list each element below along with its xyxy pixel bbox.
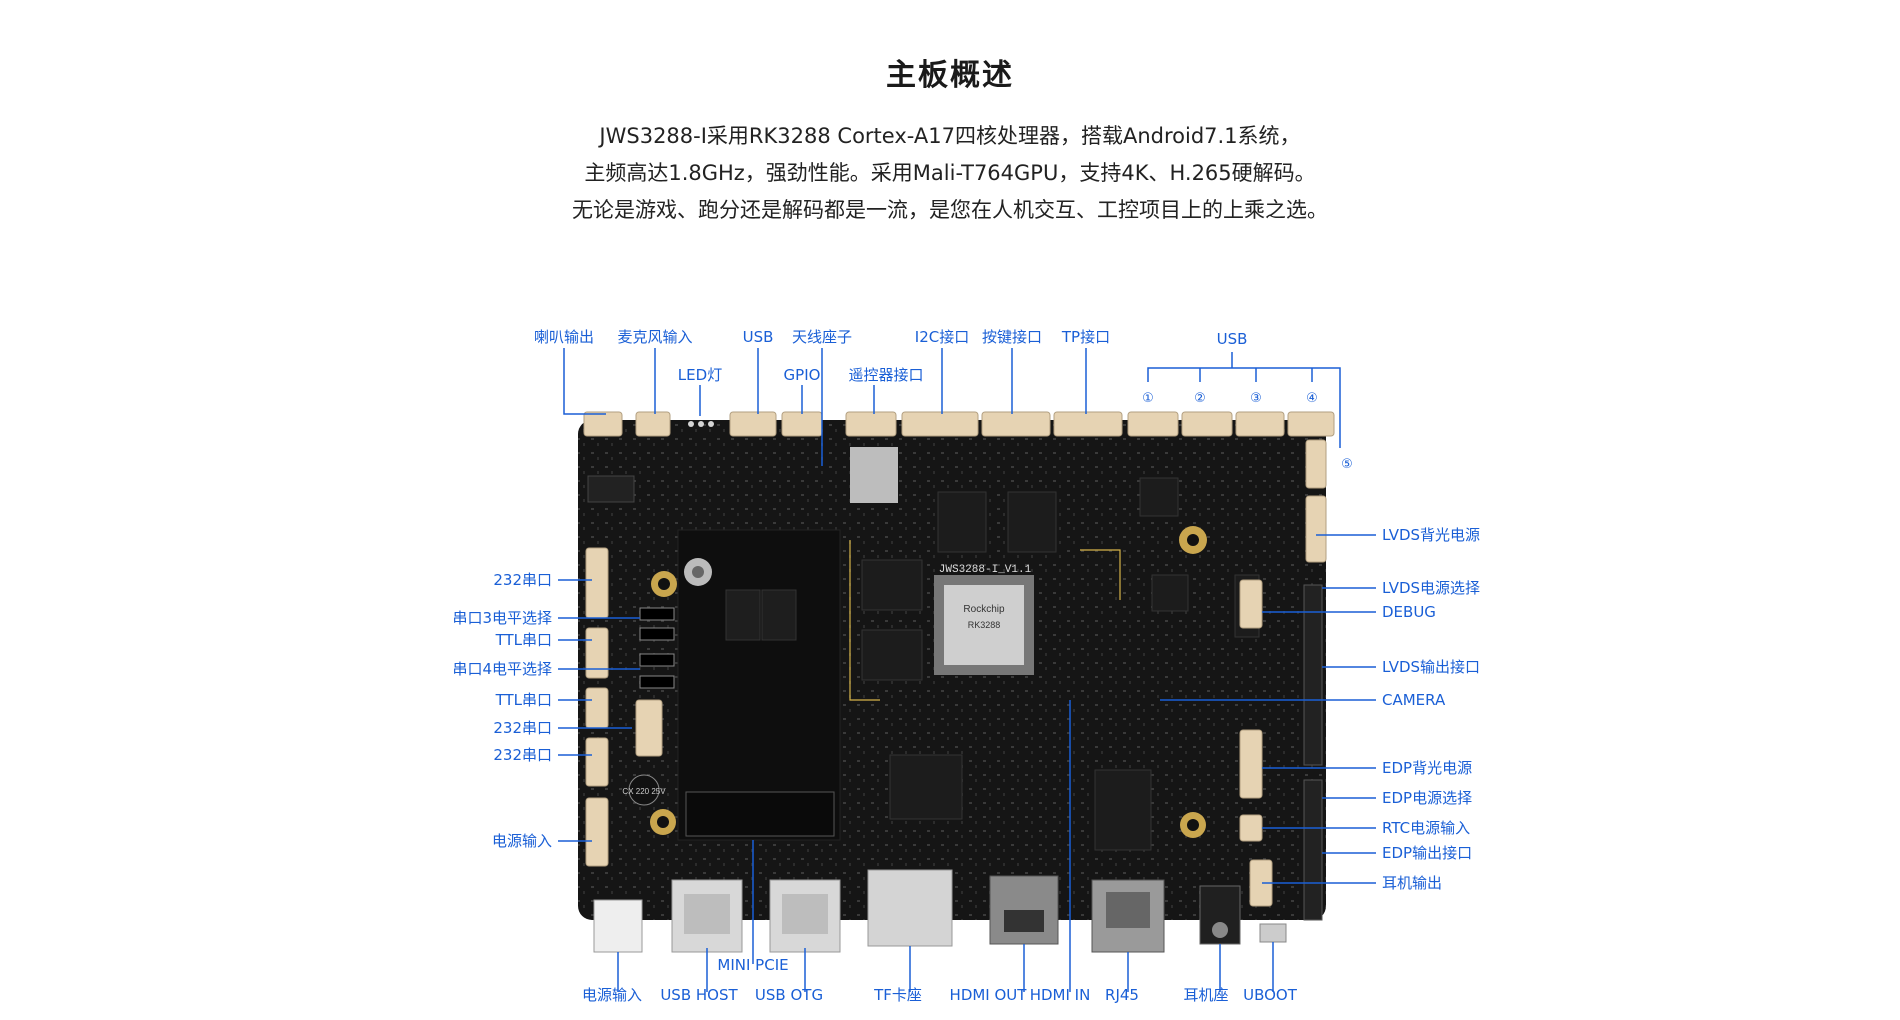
label-lvds-backlight: LVDS背光电源 — [1382, 526, 1481, 544]
ic-chip — [587, 475, 635, 503]
ic-chip — [1151, 574, 1189, 612]
led-pins — [688, 421, 714, 427]
label-rtc-power: RTC电源输入 — [1382, 819, 1471, 837]
label-power-input-left: 电源输入 — [491, 832, 552, 850]
label-audio-jack: 耳机座 — [1183, 986, 1229, 1004]
uboot-button — [1259, 923, 1287, 943]
label-antenna: 天线座子 — [791, 328, 853, 346]
label-remote: 遥控器接口 — [848, 366, 924, 384]
label-usb-top: USB — [742, 328, 774, 346]
ic-chip — [1139, 477, 1179, 517]
dc-jack — [593, 899, 643, 953]
label-edp-power-select: EDP电源选择 — [1382, 789, 1473, 807]
soc-brand: Rockchip — [963, 604, 1005, 615]
label-rs232-1: 232串口 — [493, 571, 552, 589]
label-tp: TP接口 — [1061, 328, 1111, 346]
label-uart3-level: 串口3电平选择 — [452, 609, 552, 627]
label-tf-card: TF卡座 — [874, 986, 922, 1004]
top-connectors — [583, 411, 1335, 437]
label-lvds-output: LVDS输出接口 — [1382, 658, 1481, 676]
label-led: LED灯 — [677, 366, 723, 384]
label-uart4-level: 串口4电平选择 — [452, 660, 552, 678]
soc-chip — [944, 585, 1024, 665]
label-gpio: GPIO — [783, 366, 821, 384]
label-speaker-output: 喇叭输出 — [533, 328, 595, 346]
right-connectors — [1239, 439, 1327, 907]
tf-card-slot — [867, 869, 953, 947]
description-line-3: 无论是游戏、跑分还是解码都是一流，是您在人机交互、工控项目上的上乘之选。 — [572, 198, 1328, 222]
label-key: 按键接口 — [981, 328, 1043, 346]
label-debug: DEBUG — [1382, 603, 1436, 621]
jumpers — [639, 607, 675, 689]
label-headphone-output: 耳机输出 — [1382, 874, 1443, 892]
page-title: 主板概述 — [886, 58, 1014, 93]
label-usb-1: ① — [1142, 391, 1154, 406]
label-rj45: RJ45 — [1105, 986, 1139, 1004]
capacitor-label: CX 220 25V — [622, 787, 666, 796]
ram-chip — [937, 491, 987, 553]
label-ttl-1: TTL串口 — [495, 631, 552, 649]
lvds-header — [1303, 584, 1323, 766]
ic-chip — [1094, 769, 1152, 851]
ram-chip — [1007, 491, 1057, 553]
label-hdmi-in: HDMI IN — [1029, 986, 1091, 1004]
board-silkscreen: JWS3288-I_V1.1 — [939, 564, 1032, 576]
label-rs232-3: 232串口 — [493, 746, 552, 764]
left-connectors — [585, 547, 663, 867]
ram-chip — [861, 559, 923, 611]
label-usb-4: ④ — [1306, 391, 1318, 406]
description-line-2: 主频高达1.8GHz，强劲性能。采用Mali-T764GPU，支持4K、H.26… — [584, 161, 1316, 185]
emmc-chip — [889, 754, 963, 820]
label-ttl-2: TTL串口 — [495, 691, 552, 709]
ic-chip — [761, 589, 797, 641]
label-i2c: I2C接口 — [914, 328, 970, 346]
ram-chip — [861, 629, 923, 681]
edp-header — [1303, 779, 1323, 921]
description: JWS3288-I采用RK3288 Cortex-A17四核处理器，搭载Andr… — [0, 118, 1900, 229]
label-usb-otg: USB OTG — [754, 986, 824, 1004]
capacitor — [628, 774, 660, 806]
label-uboot: UBOOT — [1243, 986, 1297, 1004]
label-usb-3: ③ — [1250, 391, 1262, 406]
mini-pcie-slot — [685, 791, 835, 837]
label-hdmi-out: HDMI OUT — [949, 986, 1027, 1004]
label-camera: CAMERA — [1382, 691, 1446, 709]
description-line-1: JWS3288-I采用RK3288 Cortex-A17四核处理器，搭载Andr… — [599, 124, 1301, 148]
label-edp-backlight: EDP背光电源 — [1382, 759, 1473, 777]
ic-chip — [725, 589, 761, 641]
label-usb-host: USB HOST — [660, 986, 738, 1004]
label-power-input-bottom: 电源输入 — [581, 986, 643, 1004]
label-usb-2: ② — [1194, 391, 1206, 406]
label-usb-5: ⑤ — [1341, 457, 1353, 472]
label-mic-input: 麦克风输入 — [617, 328, 693, 346]
wifi-module — [850, 447, 898, 503]
label-rs232-2: 232串口 — [493, 719, 552, 737]
label-mini-pcie: MINI PCIE — [717, 956, 789, 974]
label-usb-group: USB — [1216, 330, 1248, 348]
soc-model: RK3288 — [968, 620, 1001, 630]
label-lvds-power-select: LVDS电源选择 — [1382, 579, 1481, 597]
label-edp-output: EDP输出接口 — [1382, 844, 1473, 862]
